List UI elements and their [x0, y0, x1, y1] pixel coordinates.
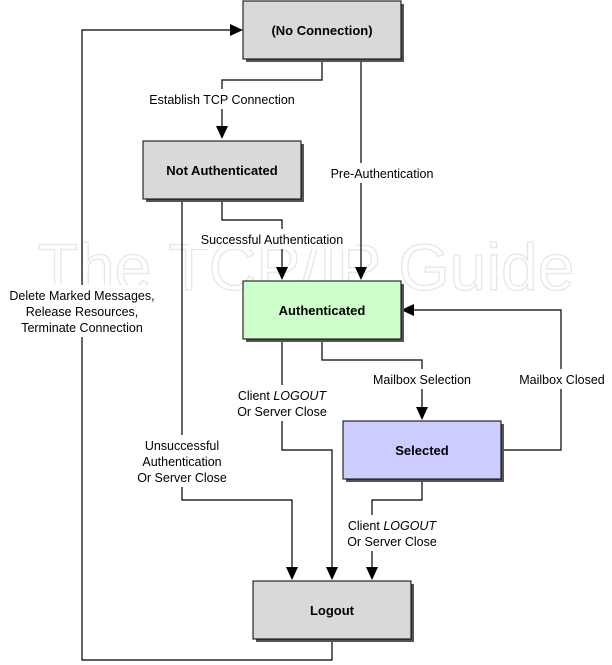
label-successful-authentication: Successful Authentication — [201, 233, 343, 247]
node-not-authenticated: Not Authenticated — [142, 140, 304, 202]
label-mailbox-closed: Mailbox Closed — [519, 373, 605, 387]
label-client-logout-1: Client LOGOUT — [238, 389, 328, 403]
node-no-connection-label: (No Connection) — [271, 23, 372, 38]
node-not-authenticated-label: Not Authenticated — [166, 163, 278, 178]
node-logout-label: Logout — [310, 603, 355, 618]
label-delete-line2: Release Resources, — [26, 305, 139, 319]
node-selected-label: Selected — [395, 443, 449, 458]
node-authenticated-label: Authenticated — [279, 303, 366, 318]
label-mailbox-selection: Mailbox Selection — [373, 373, 471, 387]
label-client-logout-2-line2: Or Server Close — [347, 535, 437, 549]
label-establish-tcp: Establish TCP Connection — [149, 93, 295, 107]
label-client-logout-1-em: LOGOUT — [273, 389, 327, 403]
node-authenticated: Authenticated — [242, 280, 404, 342]
label-delete-line1: Delete Marked Messages, — [9, 289, 154, 303]
label-unsuccessful-line2: Authentication — [142, 455, 221, 469]
label-client-logout-1-line2: Or Server Close — [237, 405, 327, 419]
label-unsuccessful-line1: Unsuccessful — [145, 439, 219, 453]
node-selected: Selected — [342, 420, 504, 482]
label-delete-line3: Terminate Connection — [21, 321, 143, 335]
node-logout: Logout — [252, 580, 414, 642]
label-pre-authentication: Pre-Authentication — [331, 167, 434, 181]
label-client-logout-2: Client LOGOUT — [348, 519, 438, 533]
edge-terminate-connection — [81, 24, 333, 661]
label-client-logout-1-prefix: Client — [238, 389, 273, 403]
label-client-logout-2-prefix: Client — [348, 519, 383, 533]
label-unsuccessful-line3: Or Server Close — [137, 471, 227, 485]
edge-unsuccessful-authentication — [181, 199, 298, 580]
edge-client-logout-1 — [281, 339, 338, 580]
node-no-connection: (No Connection) — [242, 0, 404, 62]
label-client-logout-2-em: LOGOUT — [383, 519, 437, 533]
